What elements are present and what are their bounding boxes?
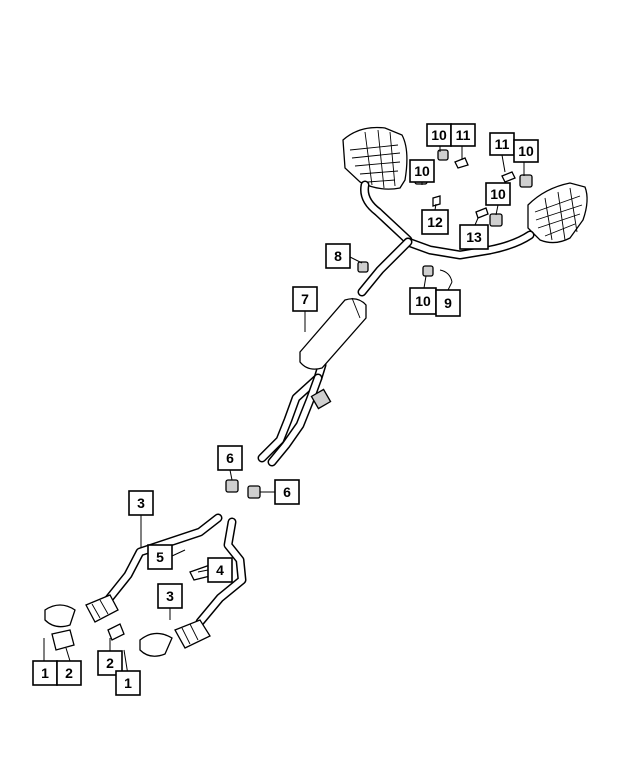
callout-label: 6 bbox=[226, 450, 234, 466]
callout-label: 2 bbox=[65, 665, 73, 681]
callout-label: 3 bbox=[137, 495, 145, 511]
callout-11-top-right: 11 bbox=[489, 132, 515, 156]
hangers-and-clamps bbox=[51, 149, 533, 651]
callout-10-top-right: 10 bbox=[513, 139, 539, 163]
exhaust-pipes bbox=[103, 180, 535, 627]
callout-label: 11 bbox=[456, 127, 471, 143]
callout-label: 10 bbox=[518, 143, 534, 159]
callout-label: 10 bbox=[415, 293, 431, 309]
callout-6-upper: 6 bbox=[217, 445, 243, 471]
callout-10-lower: 10 bbox=[409, 287, 437, 315]
callout-9: 9 bbox=[435, 289, 461, 317]
callout-11-top-left: 11 bbox=[450, 123, 476, 147]
callout-label: 4 bbox=[216, 562, 224, 578]
callout-5: 5 bbox=[147, 544, 173, 570]
right-rear-muffler bbox=[527, 182, 588, 244]
callout-12: 12 bbox=[421, 209, 449, 235]
callout-6-lower: 6 bbox=[274, 479, 300, 505]
callout-label: 2 bbox=[106, 655, 114, 671]
callout-label: 10 bbox=[431, 127, 447, 143]
callout-10-mid-right: 10 bbox=[485, 182, 511, 206]
callout-1-left: 1 bbox=[32, 660, 58, 686]
callout-label: 12 bbox=[427, 214, 443, 230]
callout-3-upper: 3 bbox=[128, 490, 154, 516]
callout-label: 1 bbox=[41, 665, 49, 681]
callout-label: 11 bbox=[495, 136, 510, 152]
callout-8: 8 bbox=[325, 243, 351, 269]
callout-label: 7 bbox=[301, 291, 309, 307]
callout-2-left: 2 bbox=[56, 660, 82, 686]
callout-label: 1 bbox=[124, 675, 132, 691]
center-resonator bbox=[299, 297, 367, 410]
callout-label: 5 bbox=[156, 549, 164, 565]
callout-4: 4 bbox=[207, 557, 233, 583]
callout-7: 7 bbox=[292, 286, 318, 312]
catalytic-converters bbox=[44, 594, 211, 657]
left-rear-muffler bbox=[342, 126, 408, 190]
callout-label: 9 bbox=[444, 295, 452, 311]
callout-label: 8 bbox=[334, 248, 342, 264]
callout-label: 10 bbox=[490, 186, 506, 202]
callout-label: 13 bbox=[466, 229, 482, 245]
callout-label: 3 bbox=[166, 588, 174, 604]
callout-label: 6 bbox=[283, 484, 291, 500]
callout-3-lower: 3 bbox=[157, 583, 183, 609]
callout-10-mid-left: 10 bbox=[409, 159, 435, 183]
callout-label: 10 bbox=[414, 163, 430, 179]
callout-1-right: 1 bbox=[115, 670, 141, 696]
callout-10-top-left: 10 bbox=[426, 123, 452, 147]
callout-13: 13 bbox=[459, 224, 489, 250]
